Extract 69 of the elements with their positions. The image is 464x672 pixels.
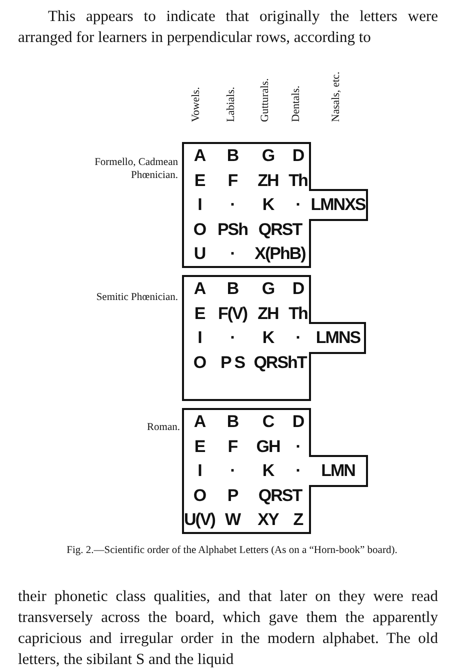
column-heading: Dentals. bbox=[290, 86, 302, 122]
letter-text: U bbox=[194, 243, 206, 265]
letter-text: P bbox=[227, 484, 238, 506]
letter-text: · bbox=[230, 243, 235, 265]
letter-text: O bbox=[193, 218, 206, 240]
letter-text: LMNS bbox=[316, 327, 360, 349]
letter-text: · bbox=[296, 194, 300, 216]
letter-text: G bbox=[262, 145, 274, 167]
letter-text: O bbox=[193, 484, 206, 506]
letter-text: D bbox=[292, 411, 304, 433]
letter-text: · bbox=[230, 194, 235, 216]
paragraph: their phonetic class qualities, and that later on they were read transversely across the board, which gave them the apparently capricious and irregular order in the modern alphabet. The old letters, the sibilant S and the liquid bbox=[18, 587, 438, 670]
letter-text: E bbox=[194, 170, 205, 192]
letter-text: PSh bbox=[217, 218, 248, 240]
letter-text: LMNXS bbox=[310, 194, 366, 216]
letter-text: QRST bbox=[258, 484, 302, 506]
letter-text: XY bbox=[258, 509, 278, 531]
letter-text: LMN bbox=[321, 460, 355, 482]
letter-text: · bbox=[296, 436, 300, 458]
letter-text: O bbox=[193, 352, 206, 374]
letter-text: I bbox=[198, 327, 202, 349]
letter-text: I bbox=[198, 460, 202, 482]
row-label: Semitic Phœnician. bbox=[95, 291, 178, 304]
row-label: Roman. bbox=[146, 421, 180, 434]
letter-text: · bbox=[296, 327, 300, 349]
letter-text: QRShT bbox=[254, 352, 306, 374]
letter-text: Th bbox=[288, 170, 308, 192]
letter-text: D bbox=[292, 278, 304, 300]
row-label: Formello, Cadmean Phœnician. bbox=[94, 156, 178, 182]
letter-text: QRST bbox=[258, 218, 302, 240]
letter-text: K bbox=[262, 194, 274, 216]
letter-text: B bbox=[226, 411, 238, 433]
letter-text: E bbox=[194, 302, 205, 324]
letter-text: X(PhB) bbox=[254, 243, 306, 265]
letter-text: E bbox=[194, 436, 205, 458]
letter-text: · bbox=[230, 327, 235, 349]
letter-text: Z bbox=[293, 509, 303, 531]
column-heading: Gutturals. bbox=[259, 78, 271, 122]
letter-text: F(V) bbox=[218, 302, 248, 324]
letter-text: · bbox=[296, 460, 300, 482]
letter-text: · bbox=[230, 460, 235, 482]
letter-text: I bbox=[198, 194, 202, 216]
letter-text: B bbox=[226, 145, 238, 167]
letter-text: K bbox=[262, 327, 274, 349]
letter-board bbox=[182, 142, 368, 268]
letter-text: Th bbox=[288, 302, 308, 324]
letter-text: GH bbox=[256, 436, 280, 458]
letter-text: W bbox=[224, 509, 240, 531]
letter-text: A bbox=[194, 411, 206, 433]
letter-text: B bbox=[226, 278, 238, 300]
letter-text: A bbox=[194, 145, 206, 167]
letter-text: D bbox=[292, 145, 304, 167]
letter-text: A bbox=[194, 278, 206, 300]
letter-text: C bbox=[262, 411, 274, 433]
letter-board bbox=[182, 275, 368, 401]
column-heading: Labials. bbox=[225, 86, 237, 122]
letter-text: P S bbox=[220, 352, 245, 374]
letter-text: U(V) bbox=[184, 509, 215, 531]
letter-text: ZH bbox=[258, 302, 278, 324]
column-heading: Nasals, etc. bbox=[330, 72, 342, 122]
letter-text: F bbox=[228, 436, 238, 458]
column-heading: Vowels. bbox=[190, 87, 202, 122]
letter-board bbox=[182, 408, 368, 534]
letter-text: G bbox=[262, 278, 274, 300]
letter-text: F bbox=[228, 170, 238, 192]
letter-text: K bbox=[262, 460, 274, 482]
letter-text: ZH bbox=[258, 170, 278, 192]
figure-caption: Fig. 2.—Scientific order of the Alphabet Letters (As on a “Horn-book” board). bbox=[66, 544, 398, 557]
paragraph: This appears to indicate that originally the letters were arranged for learners in perpendicular rows, according to bbox=[18, 7, 438, 48]
